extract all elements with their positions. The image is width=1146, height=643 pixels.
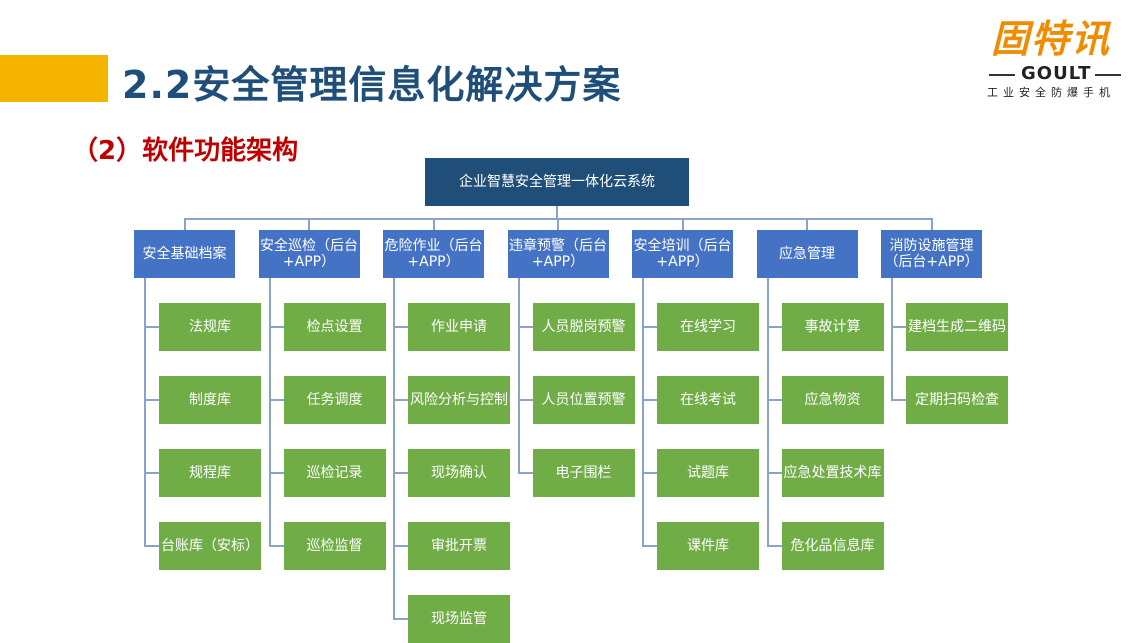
title-accent-bar bbox=[0, 55, 108, 102]
section-subtitle: （2）软件功能架构 bbox=[72, 136, 299, 166]
item-node: 巡检记录 bbox=[283, 449, 386, 497]
item-connector bbox=[766, 545, 782, 547]
item-node: 规程库 bbox=[159, 449, 261, 497]
item-node: 电子围栏 bbox=[532, 449, 635, 497]
item-node: 危化品信息库 bbox=[781, 522, 884, 570]
item-connector bbox=[393, 618, 408, 620]
logo-tagline: 工业安全防爆手机 bbox=[987, 86, 1115, 99]
item-trunk bbox=[766, 278, 769, 546]
item-connector bbox=[517, 399, 533, 401]
item-trunk bbox=[642, 278, 644, 546]
item-connector bbox=[891, 399, 906, 401]
item-node: 台账库（安标） bbox=[159, 522, 261, 570]
item-node: 定期扫码检查 bbox=[906, 376, 1008, 424]
item-trunk bbox=[891, 278, 893, 400]
logo-divider-right bbox=[1095, 74, 1121, 76]
logo-divider-left bbox=[989, 74, 1015, 76]
item-connector bbox=[144, 326, 159, 328]
root-node: 企业智慧安全管理一体化云系统 bbox=[425, 158, 689, 206]
category-connector bbox=[432, 218, 435, 230]
item-node: 巡检监督 bbox=[283, 522, 386, 570]
item-node: 在线学习 bbox=[657, 303, 759, 351]
item-connector bbox=[144, 399, 159, 401]
item-connector bbox=[642, 545, 657, 547]
item-trunk bbox=[268, 278, 271, 546]
category-node: 安全培训（后台+APP） bbox=[632, 230, 733, 278]
item-connector bbox=[766, 399, 782, 401]
item-node: 任务调度 bbox=[283, 376, 386, 424]
item-trunk bbox=[393, 278, 395, 619]
category-node: 危险作业（后台+APP） bbox=[383, 230, 484, 278]
item-node: 在线考试 bbox=[657, 376, 759, 424]
item-node: 试题库 bbox=[657, 449, 759, 497]
item-trunk bbox=[517, 278, 520, 473]
category-connector bbox=[308, 218, 310, 230]
item-connector bbox=[393, 326, 408, 328]
category-connector bbox=[806, 218, 808, 230]
category-connector bbox=[930, 218, 933, 230]
item-node: 现场监管 bbox=[408, 595, 510, 643]
category-connector bbox=[557, 218, 559, 230]
item-node: 制度库 bbox=[159, 376, 261, 424]
item-node: 应急处置技术库 bbox=[781, 449, 884, 497]
item-node: 审批开票 bbox=[408, 522, 510, 570]
page-title: 2.2安全管理信息化解决方案 bbox=[122, 63, 622, 107]
item-connector bbox=[144, 472, 159, 474]
item-node: 检点设置 bbox=[283, 303, 386, 351]
item-connector bbox=[517, 326, 533, 328]
item-connector bbox=[393, 472, 408, 474]
item-node: 法规库 bbox=[159, 303, 261, 351]
item-node: 应急物资 bbox=[781, 376, 884, 424]
category-node: 安全基础档案 bbox=[134, 230, 235, 278]
category-node: 应急管理 bbox=[756, 230, 858, 278]
item-connector bbox=[642, 326, 657, 328]
item-node: 事故计算 bbox=[781, 303, 884, 351]
item-connector bbox=[891, 326, 906, 328]
item-node: 建档生成二维码 bbox=[906, 303, 1008, 351]
category-connector bbox=[681, 218, 684, 230]
item-node: 风险分析与控制 bbox=[408, 376, 510, 424]
item-connector bbox=[766, 472, 782, 474]
category-connector bbox=[183, 218, 186, 230]
item-connector bbox=[393, 399, 408, 401]
item-connector bbox=[268, 399, 284, 401]
logo-brand-text: GOULT bbox=[1021, 63, 1092, 84]
logo-main-text: 固特讯 bbox=[991, 17, 1112, 61]
item-node: 人员位置预警 bbox=[532, 376, 635, 424]
item-connector bbox=[268, 545, 284, 547]
category-node: 消防设施管理（后台+APP） bbox=[881, 230, 982, 278]
category-node: 违章预警（后台+APP） bbox=[507, 230, 609, 278]
item-connector bbox=[144, 545, 159, 547]
item-node: 课件库 bbox=[657, 522, 759, 570]
item-node: 人员脱岗预警 bbox=[532, 303, 635, 351]
root-connector bbox=[556, 206, 558, 219]
item-connector bbox=[268, 472, 284, 474]
item-connector bbox=[268, 326, 284, 328]
item-connector bbox=[642, 472, 657, 474]
item-connector bbox=[517, 472, 533, 474]
item-node: 作业申请 bbox=[408, 303, 510, 351]
item-connector bbox=[393, 545, 408, 547]
item-node: 现场确认 bbox=[408, 449, 510, 497]
company-logo: 固特讯 GOULT 工业安全防爆手机 bbox=[985, 8, 1135, 99]
item-trunk bbox=[144, 278, 146, 546]
item-connector bbox=[642, 399, 657, 401]
item-connector bbox=[766, 326, 782, 328]
category-node: 安全巡检（后台+APP） bbox=[258, 230, 360, 278]
